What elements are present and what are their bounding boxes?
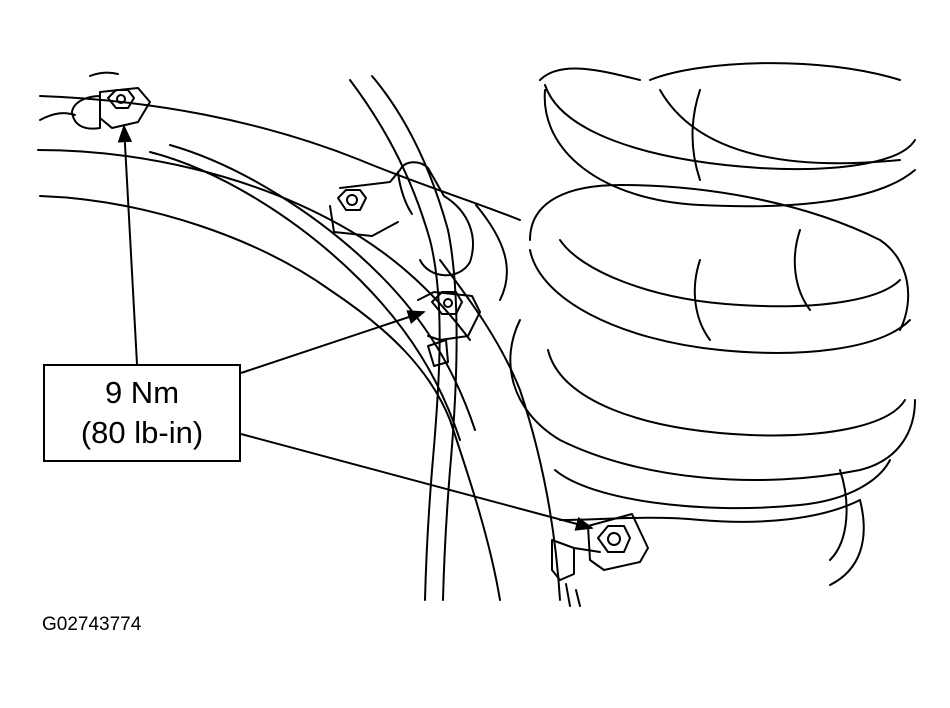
torque-callout: 9 Nm (80 lb-in) (43, 364, 241, 462)
clip-lower-right (551, 513, 649, 607)
stabilizer-bar (349, 75, 458, 601)
clip-bar-bracket (329, 161, 474, 277)
control-arm (37, 95, 861, 601)
nut-icon (597, 525, 631, 553)
arrow-icon (117, 124, 594, 531)
clip-upper-left (39, 71, 151, 130)
torque-nm: 9 Nm (104, 375, 180, 410)
coil-spring (509, 62, 916, 586)
bolt-icon (107, 89, 135, 109)
bolt-icon (337, 189, 367, 211)
torque-lbin: (80 lb-in) (80, 415, 204, 450)
nut-icon (431, 291, 463, 315)
clip-middle (417, 291, 481, 367)
figure-id: G02743774 (42, 614, 142, 635)
